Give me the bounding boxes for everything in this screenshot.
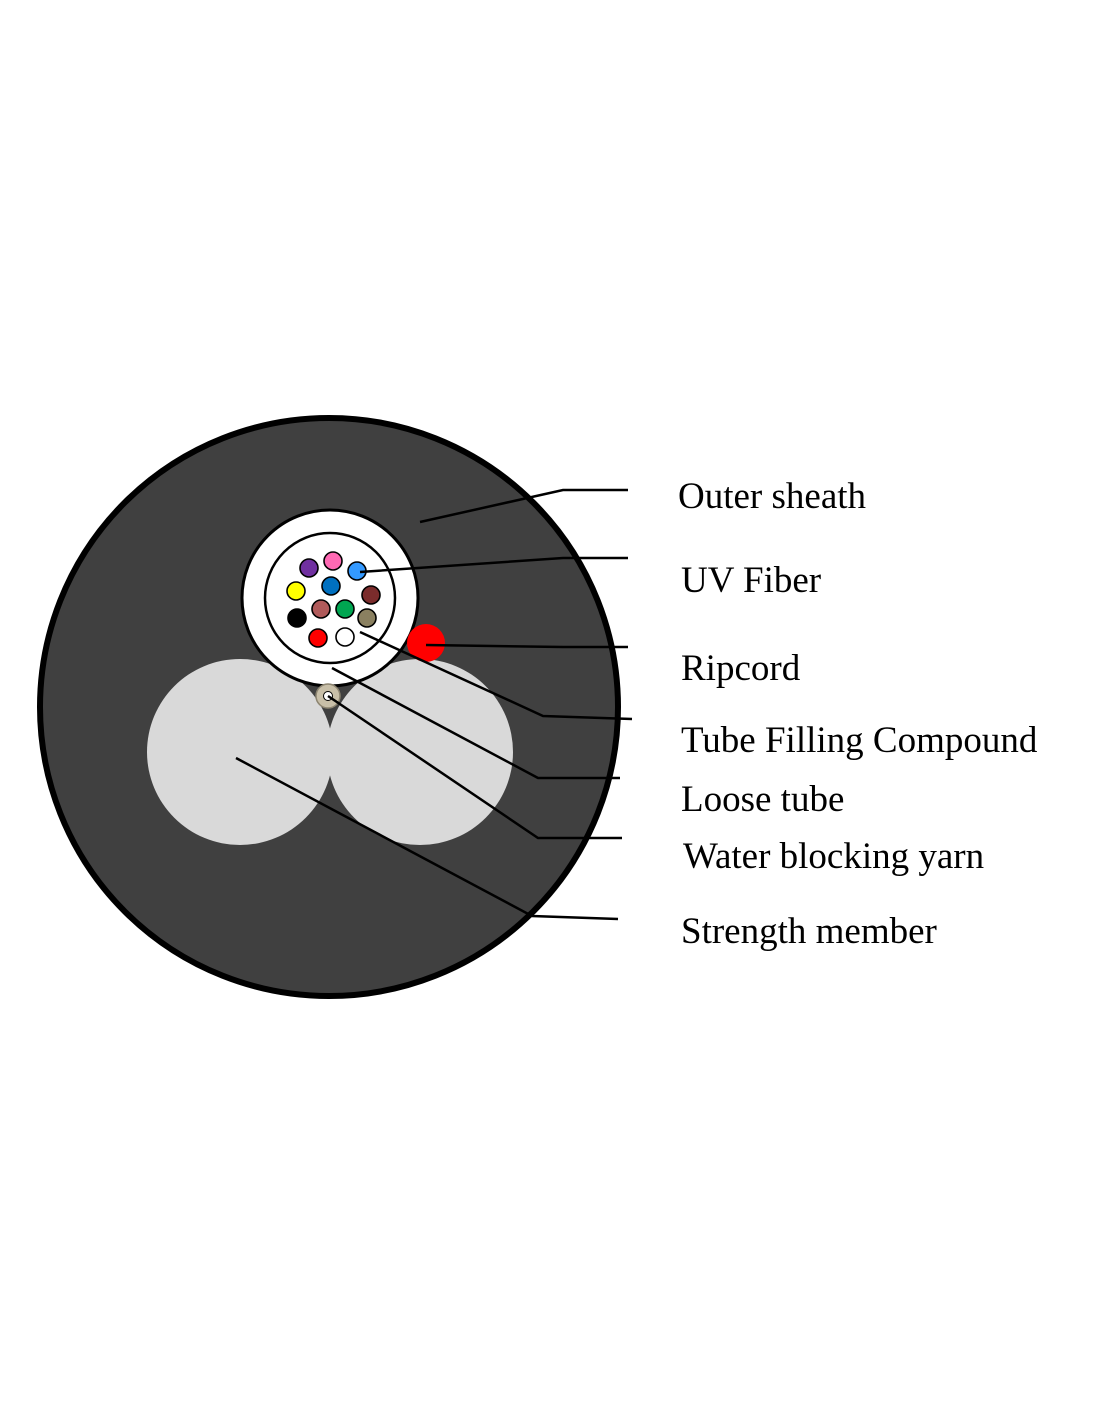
label-uv-fiber: UV Fiber: [681, 560, 822, 601]
label-water-blocking-yarn: Water blocking yarn: [683, 836, 985, 877]
fiber-black: [287, 608, 307, 628]
fiber-rose: [323, 551, 343, 571]
fiber-dusty-red: [311, 599, 331, 619]
label-strength-member: Strength member: [681, 911, 937, 952]
fiber-yellow: [286, 581, 306, 601]
leader-line-outer-sheath: [419, 488, 628, 524]
label-ripcord: Ripcord: [681, 648, 801, 689]
strength-member-left: [147, 659, 333, 845]
fiber-green: [335, 599, 355, 619]
label-outer-sheath: Outer sheath: [678, 476, 867, 517]
uv-fibers-group: [286, 551, 381, 648]
fiber-blue: [321, 576, 341, 596]
leader-line-loose-tube: [331, 666, 620, 780]
leader-line-strength-member: [235, 756, 619, 921]
label-loose-tube: Loose tube: [681, 779, 845, 820]
ripcord: [407, 624, 445, 662]
fiber-brown: [361, 585, 381, 605]
leader-line-uv-fiber: [359, 556, 628, 574]
fiber-violet: [299, 558, 319, 578]
leader-line-ripcord: [425, 643, 628, 649]
fiber-olive: [357, 608, 377, 628]
leader-line-tube-filling-compound: [359, 630, 633, 721]
strength-member-right: [327, 659, 513, 845]
leader-lines: [235, 488, 633, 921]
label-tube-filling-compound: Tube Filling Compound: [681, 720, 1038, 761]
fiber-red: [308, 628, 328, 648]
leader-line-water-blocking-yarn: [327, 694, 622, 840]
fiber-white: [335, 627, 355, 647]
